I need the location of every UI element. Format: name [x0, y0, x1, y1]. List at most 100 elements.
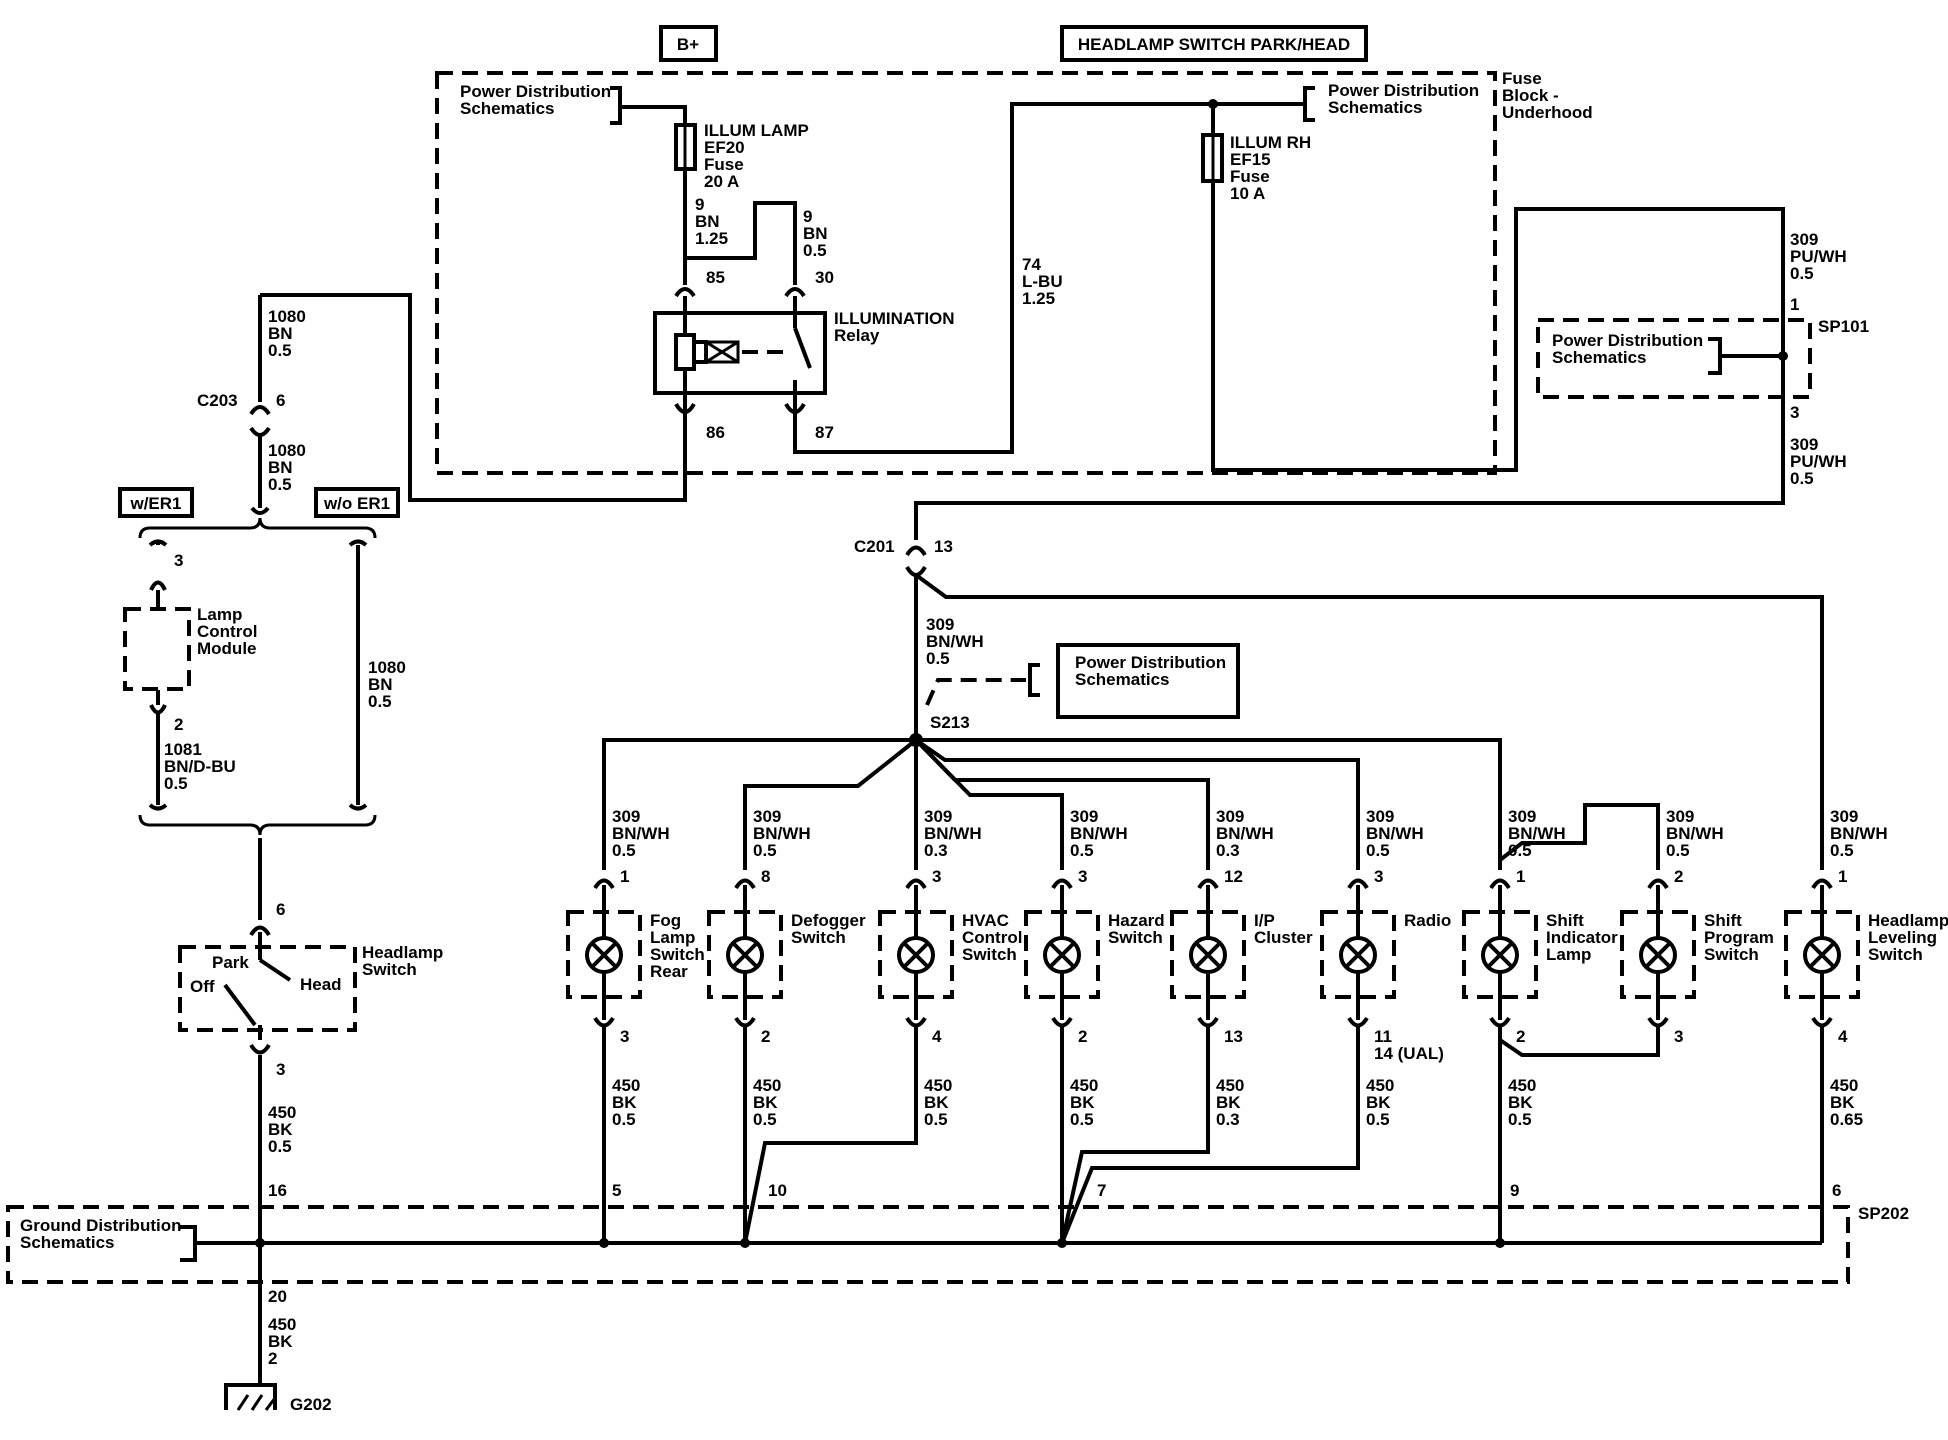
connector-c203: C203 6	[197, 391, 285, 437]
svg-text:1081: 1081	[164, 740, 202, 759]
headlamp-leveling-switch-name: Switch	[1868, 945, 1923, 964]
wire-1080-bn-upper	[260, 293, 687, 502]
option-wo-er1: w/o ER1	[314, 487, 400, 518]
fog-lamp-switch-rear-top-wire-label: BN/WH	[612, 824, 670, 843]
headlamp-leveling-switch-top-pin: 1	[1838, 867, 1847, 886]
defogger-switch-bottom-wire-label: BK	[753, 1093, 778, 1112]
s213-branches	[602, 738, 1660, 870]
wire-label-450-g: 450 BK 2	[268, 1315, 296, 1368]
shift-indicator-lamp-top-wire-label: BN/WH	[1508, 824, 1566, 843]
fog-lamp-switch-rear-bottom-wire-label: 450	[612, 1076, 640, 1095]
hazard-switch-top-wire-label: 0.5	[1070, 841, 1094, 860]
defogger-switch-top-wire-label: 0.5	[753, 841, 777, 860]
svg-text:1080: 1080	[268, 307, 306, 326]
wire-to-headlamp-leveling	[914, 573, 1824, 870]
shift-program-switch-name: Switch	[1704, 945, 1759, 964]
fuse-block-box	[435, 71, 1497, 475]
fog-lamp-switch-rear-top-wire-label: 309	[612, 807, 640, 826]
bplus-header: B+	[659, 25, 718, 62]
svg-text:BN: BN	[268, 458, 293, 477]
svg-text:BN/WH: BN/WH	[926, 632, 984, 651]
headlamp-leveling-switch-top-wire-label: 0.5	[1830, 841, 1854, 860]
fog-lamp-switch-rear-name: Switch	[650, 945, 705, 964]
wire-label-309-top: 309 PU/WH 0.5	[1790, 230, 1847, 283]
svg-text:Power Distribution: Power Distribution	[1552, 331, 1703, 350]
radio-bottom-wire-label: 450	[1366, 1076, 1394, 1095]
hazard-switch-bottom-wire-label: BK	[1070, 1093, 1095, 1112]
ip-cluster-bottom-pin: 13	[1224, 1027, 1243, 1046]
svg-text:450: 450	[268, 1315, 296, 1334]
svg-text:BN: BN	[803, 224, 828, 243]
svg-text:87: 87	[815, 423, 834, 442]
svg-text:1.25: 1.25	[695, 229, 728, 248]
wire-label-1080-a: 1080 BN 0.5	[268, 307, 306, 360]
svg-text:0.5: 0.5	[926, 649, 950, 668]
hazard-switch-name: Switch	[1108, 928, 1163, 947]
svg-text:13: 13	[934, 537, 953, 556]
svg-text:BK: BK	[268, 1332, 293, 1351]
headlamp-switch: 6 Park Off Head 3 Headlamp Switch	[178, 900, 443, 1079]
hvac-control-switch-top-pin: 3	[932, 867, 941, 886]
svg-text:309: 309	[1790, 435, 1818, 454]
hazard-switch-top-wire-label: BN/WH	[1070, 824, 1128, 843]
bypass-top-arc	[348, 539, 368, 547]
shift-program-switch-top-wire-label: 0.5	[1666, 841, 1690, 860]
svg-text:B+: B+	[677, 35, 699, 54]
svg-text:3: 3	[276, 1060, 285, 1079]
svg-text:0.5: 0.5	[268, 1137, 292, 1156]
ground-pin-10: 10	[768, 1181, 787, 1200]
hazard-switch-top-wire-label: 309	[1070, 807, 1098, 826]
svg-text:Block -: Block -	[1502, 86, 1559, 105]
shift-indicator-lamp-top-wire-label: 0.5	[1508, 841, 1532, 860]
svg-text:3: 3	[174, 551, 183, 570]
option-brace: w/ER1 w/o ER1	[118, 487, 400, 539]
svg-text:74: 74	[1022, 255, 1041, 274]
headlamp-leveling-switch-bottom-wire-label: 0.65	[1830, 1110, 1863, 1129]
power-distribution-ref-1: Power Distribution Schematics	[460, 82, 687, 125]
shift-indicator-lamp-bottom-pin: 2	[1516, 1027, 1525, 1046]
svg-text:Switch: Switch	[362, 960, 417, 979]
radio-name: Radio	[1404, 911, 1451, 930]
svg-text:C203: C203	[197, 391, 238, 410]
hvac-control-switch-bottom-wire-label: BK	[924, 1093, 949, 1112]
hvac-control-switch-top-wire-label: BN/WH	[924, 824, 982, 843]
svg-text:85: 85	[706, 268, 725, 287]
svg-text:Schematics: Schematics	[1552, 348, 1647, 367]
shift-indicator-lamp-top-wire-label: 309	[1508, 807, 1536, 826]
ip-cluster-name: Cluster	[1254, 928, 1313, 947]
svg-text:EF15: EF15	[1230, 150, 1271, 169]
ip-cluster-bottom-wire-label: BK	[1216, 1093, 1241, 1112]
hvac-control-switch-name: Control	[962, 928, 1022, 947]
radio-bottom-pin-2: 14 (UAL)	[1374, 1044, 1444, 1063]
svg-text:Underhood: Underhood	[1502, 103, 1593, 122]
svg-text:Head: Head	[300, 975, 342, 994]
power-distribution-ref-2: Power Distribution Schematics	[1213, 81, 1479, 122]
defogger-switch-name: Switch	[791, 928, 846, 947]
ip-cluster-top-wire-label: 309	[1216, 807, 1244, 826]
fuse-block-label: Fuse Block - Underhood	[1502, 69, 1593, 122]
svg-text:BN: BN	[368, 675, 393, 694]
svg-text:Fuse: Fuse	[1502, 69, 1542, 88]
svg-text:Power Distribution: Power Distribution	[1328, 81, 1479, 100]
ip-cluster-bottom-wire-label: 0.3	[1216, 1110, 1240, 1129]
ground-g202-icon	[224, 1383, 277, 1411]
illumination-relay: 85 30 86 87 ILLUMINATION Relay	[653, 268, 955, 442]
fog-lamp-switch-rear-top-pin: 1	[620, 867, 629, 886]
hvac-control-switch-bottom-wire-label: 450	[924, 1076, 952, 1095]
connector-c201: C201 13	[854, 537, 953, 577]
svg-text:Fuse: Fuse	[704, 155, 744, 174]
hvac-control-switch-name: HVAC	[962, 911, 1009, 930]
defogger-switch-top-wire-label: BN/WH	[753, 824, 811, 843]
svg-text:Schematics: Schematics	[1328, 98, 1423, 117]
wire-ef15-out	[1211, 181, 1785, 472]
loads: 309BN/WH0.51FogLampSwitchRear3450BK0.530…	[566, 807, 1948, 1248]
svg-text:6: 6	[276, 391, 285, 410]
svg-text:1080: 1080	[268, 441, 306, 460]
sp101-box	[1536, 318, 1812, 399]
svg-text:0.5: 0.5	[1790, 264, 1814, 283]
